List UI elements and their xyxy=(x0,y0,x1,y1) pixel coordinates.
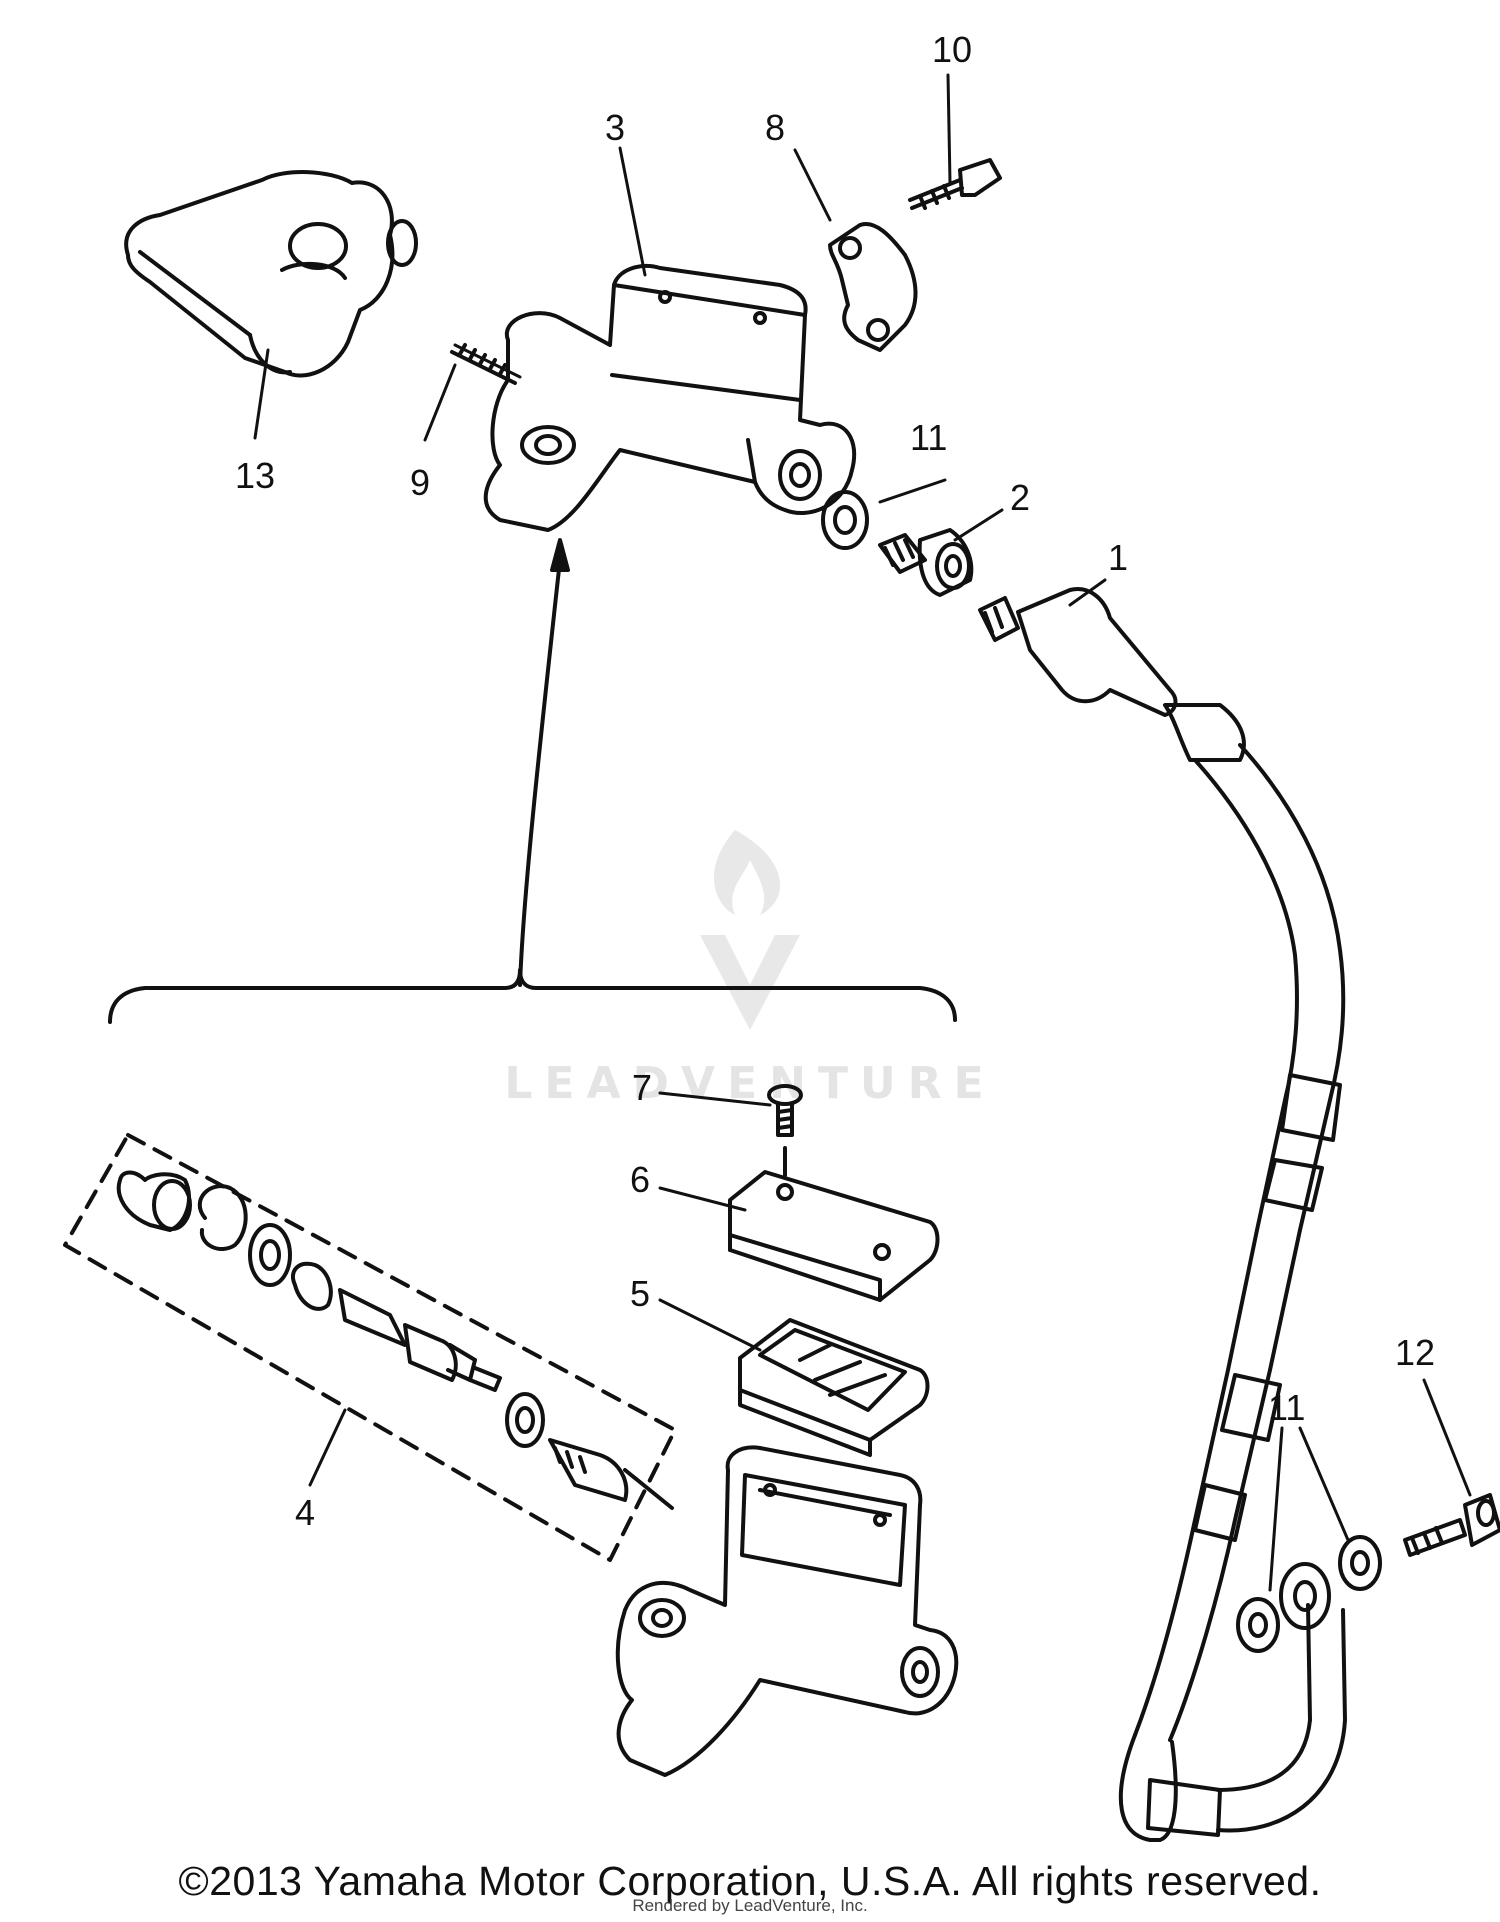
callout-13: 13 xyxy=(235,455,275,496)
callout-labels: 10 8 3 13 9 11 2 1 7 6 5 4 4 11 12 xyxy=(235,29,1435,1533)
piston-kit-part xyxy=(116,1170,674,1510)
callout-12: 12 xyxy=(1395,1332,1435,1373)
piston-kit-dashed-box xyxy=(63,1133,677,1562)
copyright-notice: ©2013 Yamaha Motor Corporation, U.S.A. A… xyxy=(178,1858,1322,1904)
callout-leaders xyxy=(253,73,1472,1592)
callout-10: 10 xyxy=(932,29,972,70)
holder-bolt-part xyxy=(908,158,1002,210)
exploded-view-bracket xyxy=(108,968,957,1024)
callout-9: 9 xyxy=(410,462,430,503)
rendered-by-notice: Rendered by LeadVenture, Inc. xyxy=(632,1896,868,1915)
banjo-fitting-part xyxy=(878,528,974,597)
bracket-holder-part xyxy=(828,222,918,352)
callout-6: 6 xyxy=(630,1159,650,1200)
cap-screw-part xyxy=(767,1084,803,1177)
callout-11-lower: 11 xyxy=(1268,1387,1305,1428)
lower-washers-part xyxy=(1236,1535,1382,1653)
callout-11-upper: 11 xyxy=(910,417,947,458)
assembly-arrow xyxy=(518,558,562,987)
brake-hose-part xyxy=(978,587,1347,1842)
reservoir-cap-part xyxy=(728,1170,940,1302)
callout-8: 8 xyxy=(765,107,785,148)
callout-3: 3 xyxy=(605,107,625,148)
callout-4-kit: 4 xyxy=(295,1492,315,1533)
callout-1: 1 xyxy=(1108,537,1128,578)
copper-washer-part xyxy=(821,490,869,550)
union-bolt-part xyxy=(1403,1493,1500,1557)
callout-5: 5 xyxy=(630,1273,650,1314)
watermark-text: LEADVENTURE xyxy=(504,1058,995,1109)
callout-2: 2 xyxy=(1010,477,1030,518)
master-cylinder-body-part xyxy=(483,264,857,532)
callout-7: 7 xyxy=(632,1067,652,1108)
leadventure-watermark: LEADVENTURE xyxy=(504,830,995,1109)
lever-cover-part xyxy=(124,170,418,378)
flame-v-logo-icon xyxy=(714,830,781,915)
lower-master-cylinder-body-part xyxy=(615,1445,959,1777)
diaphragm-part xyxy=(738,1318,930,1457)
